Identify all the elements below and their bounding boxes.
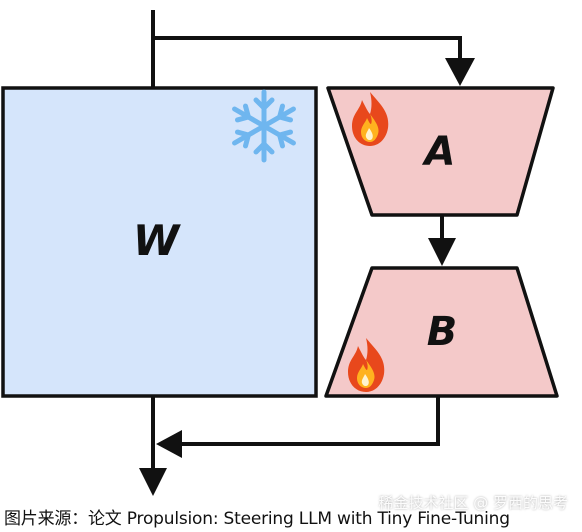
arrow-merge [156, 430, 182, 458]
frozen-weight-label: W [133, 216, 182, 265]
input-connector [151, 10, 462, 88]
lora-diagram: W A B [1, 10, 559, 496]
arrow-to-adapter-b [428, 238, 456, 266]
figure-caption: 图片来源：论文 Propulsion: Steering LLM with Ti… [4, 509, 510, 529]
flame-icon [352, 92, 389, 146]
arrow-to-adapter-a [445, 58, 475, 86]
adapter-b-label: B [427, 309, 458, 355]
watermark: 稀金技术社区 @ 罗西的思考 [378, 494, 568, 512]
flame-icon [348, 338, 385, 392]
arrow-output [139, 468, 167, 496]
adapter-b-block [324, 266, 559, 398]
snowflake-icon [232, 89, 296, 163]
output-connector [151, 396, 440, 470]
adapter-a-label: A [422, 129, 456, 175]
